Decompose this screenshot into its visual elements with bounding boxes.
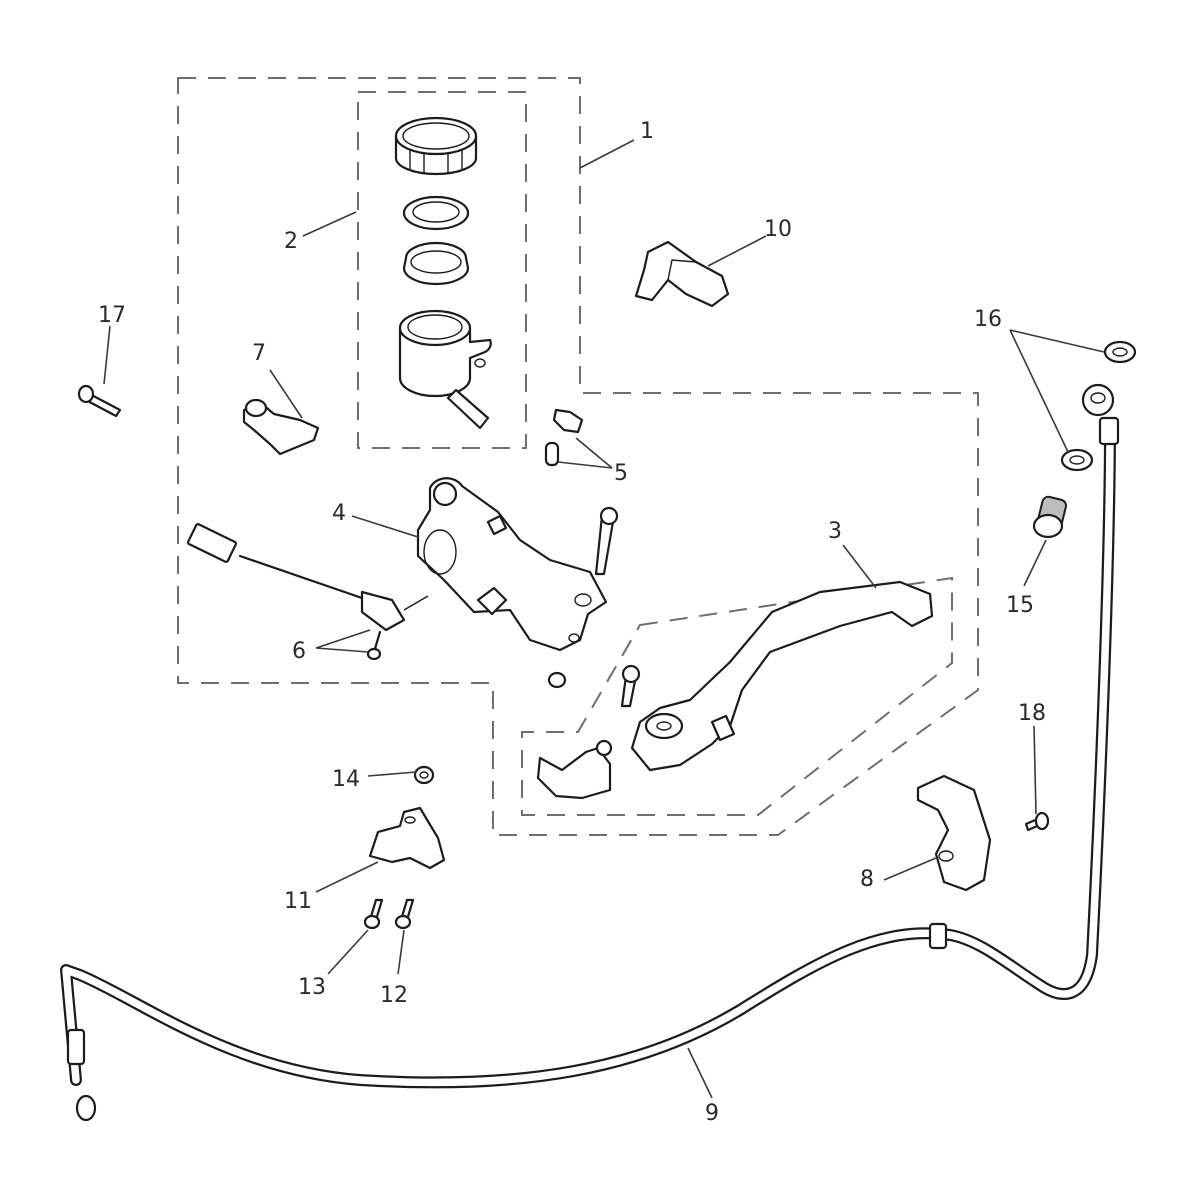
clutch-switch-part: [186, 523, 429, 661]
callout-12: 12: [380, 983, 408, 1008]
reservoir-body-part: [398, 309, 492, 430]
leader-lines: [103, 139, 1105, 1099]
reservoir-cap-part: [394, 116, 478, 176]
callout-8: 8: [860, 867, 874, 892]
callout-16: 16: [974, 307, 1002, 332]
callout-14: 14: [332, 767, 360, 792]
diaphragm-part: [402, 241, 470, 286]
hose-guide-bracket-part: [916, 774, 992, 892]
screws-part: [363, 898, 415, 930]
group-boundary-reservoir-kit: [357, 91, 527, 449]
lever-bolt-part: [620, 664, 641, 708]
adjuster-block-part: [536, 739, 613, 800]
hose-elbow-part: [242, 398, 320, 456]
pivot-pin-part: [594, 506, 619, 576]
callout-10: 10: [764, 217, 792, 242]
master-cylinder-body-part: [416, 477, 608, 652]
switch-housing-part: [634, 240, 730, 308]
callout-5: 5: [614, 461, 628, 486]
callout-13: 13: [298, 975, 326, 1000]
callout-15: 15: [1006, 593, 1034, 618]
callout-17: 17: [98, 303, 126, 328]
callout-7: 7: [252, 341, 266, 366]
callout-2: 2: [284, 229, 298, 254]
callout-4: 4: [332, 501, 346, 526]
bolt-18-part: [1024, 811, 1050, 832]
bleed-parts: [544, 408, 584, 467]
callout-1: 1: [640, 119, 654, 144]
callout-9: 9: [705, 1101, 719, 1126]
banjo-bolt-part: [1032, 495, 1067, 539]
callout-6: 6: [292, 639, 306, 664]
clutch-hose-part: [60, 383, 1120, 1122]
callout-11: 11: [284, 889, 312, 914]
sealing-washers-part: [1060, 340, 1137, 472]
washer-part: [547, 671, 567, 689]
clamp-bracket-part: [368, 806, 446, 870]
callout-18: 18: [1018, 701, 1046, 726]
group-boundary-assembly: [177, 77, 979, 836]
nut-part: [413, 765, 435, 785]
clutch-lever-part: [630, 580, 934, 772]
bolt-17-part: [77, 384, 122, 418]
group-boundary-lever-kit: [521, 576, 953, 816]
diaphragm-plate-part: [402, 195, 470, 231]
callout-3: 3: [828, 519, 842, 544]
